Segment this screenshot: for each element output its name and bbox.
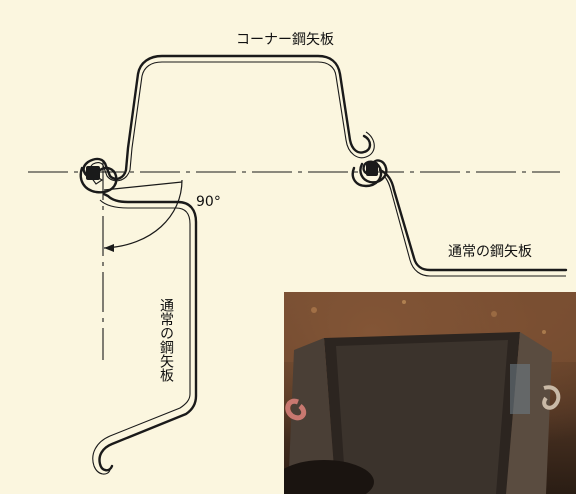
left-interlock-joint bbox=[79, 166, 118, 194]
right-interlock-fill bbox=[366, 162, 378, 176]
angle-label: 90° bbox=[196, 194, 221, 210]
left-normal-pile-profile bbox=[92, 192, 198, 475]
photo-drawing bbox=[284, 292, 576, 494]
right-normal-pile-label: 通常の鋼矢板 bbox=[448, 244, 532, 260]
steel-sheet-pile-photo bbox=[284, 292, 576, 494]
corner-pile-label: コーナー鋼矢板 bbox=[236, 32, 334, 48]
right-interlock-joint bbox=[359, 159, 388, 184]
corner-pile-profile bbox=[82, 54, 383, 188]
angle-arc bbox=[103, 179, 183, 249]
angle-arrow-head bbox=[104, 244, 114, 252]
right-normal-pile-profile bbox=[378, 168, 568, 277]
angle-leader bbox=[103, 181, 183, 191]
left-interlock-fill bbox=[86, 166, 100, 180]
vertical-normal-pile-label: 通常の鋼矢板 bbox=[158, 298, 174, 382]
